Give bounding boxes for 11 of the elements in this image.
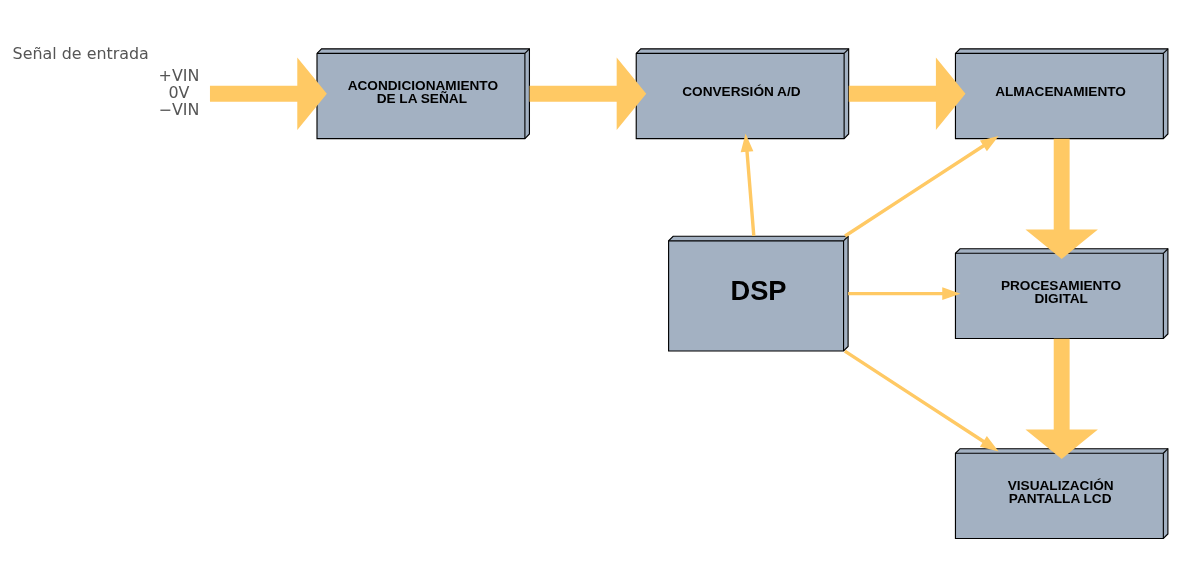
arrow [209, 57, 327, 130]
node-text: +VIN 0V −VIN [158, 65, 200, 119]
arrow [529, 57, 647, 130]
node-label: Señal de entrada [12, 44, 149, 64]
arrow [1025, 338, 1098, 459]
arrow [844, 135, 999, 238]
arrow [1025, 138, 1098, 259]
arrow [848, 287, 961, 300]
arrow [848, 57, 966, 130]
arrow [740, 133, 756, 237]
arrow [843, 349, 999, 452]
